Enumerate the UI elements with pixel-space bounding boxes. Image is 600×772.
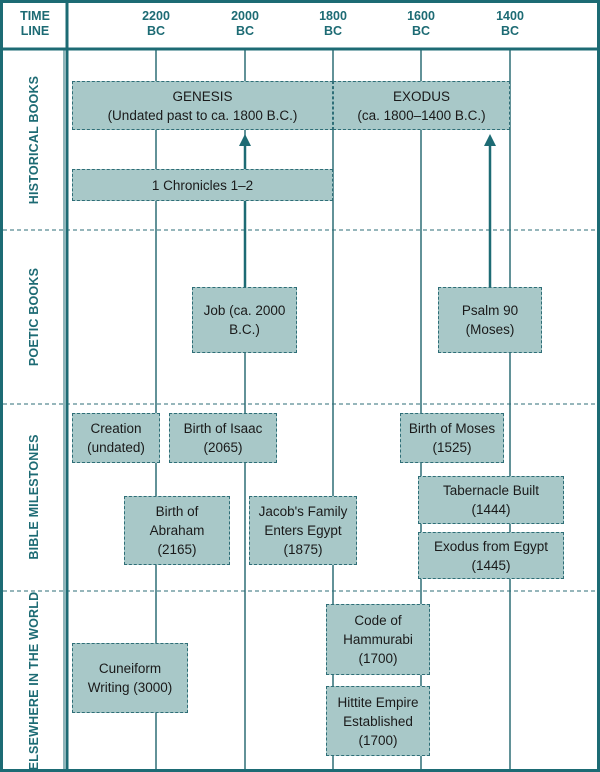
category-label: ELSEWHERE IN THE WORLD	[27, 591, 41, 771]
birth-moses-box: Birth of Moses (1525)	[400, 413, 504, 463]
category-label: HISTORICAL BOOKS	[27, 75, 41, 205]
tabernacle-box: Tabernacle Built (1444)	[418, 476, 564, 524]
date-label-1400: 1400 BC	[496, 9, 524, 38]
arrowhead-exodus	[484, 134, 496, 146]
exodus-from-egypt-box: Exodus from Egypt (1445)	[418, 532, 564, 579]
date-label-1600: 1600 BC	[407, 9, 435, 38]
date-label-2200: 2200 BC	[142, 9, 170, 38]
category-label: BIBLE MILESTONES	[27, 434, 41, 560]
hittite-box: Hittite Empire Established (1700)	[326, 686, 430, 756]
arrowhead-genesis	[239, 134, 251, 146]
birth-isaac-box: Birth of Isaac (2065)	[169, 413, 277, 463]
hammurabi-box: Code of Hammurabi (1700)	[326, 604, 430, 675]
date-label-1800: 1800 BC	[319, 9, 347, 38]
jacob-family-box: Jacob's Family Enters Egypt (1875)	[249, 496, 357, 565]
psalm-90-box: Psalm 90 (Moses)	[438, 287, 542, 353]
category-label: POETIC BOOKS	[27, 267, 41, 367]
creation-box: Creation (undated)	[72, 413, 160, 463]
exodus-box: EXODUS (ca. 1800–1400 B.C.)	[333, 81, 510, 130]
date-label-2000: 2000 BC	[231, 9, 259, 38]
genesis-box: GENESIS (Undated past to ca. 1800 B.C.)	[72, 81, 333, 130]
cuneiform-box: Cuneiform Writing (3000)	[72, 643, 188, 713]
timeline-label: TIME LINE	[20, 9, 50, 38]
birth-abraham-box: Birth of Abraham (2165)	[124, 496, 230, 565]
job-box: Job (ca. 2000 B.C.)	[192, 287, 297, 353]
chronicles-box: 1 Chronicles 1–2	[72, 169, 333, 201]
